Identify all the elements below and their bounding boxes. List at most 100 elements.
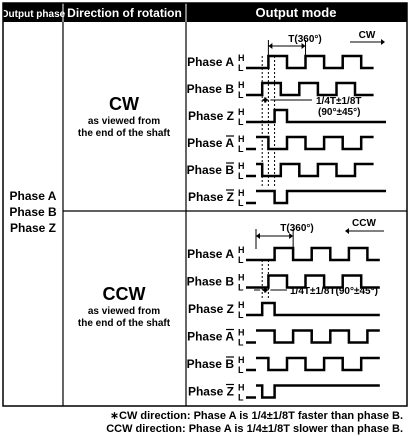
phase-prefix: Phase xyxy=(187,330,225,344)
ccw-row-label: Phase A xyxy=(187,330,234,344)
phase-prefix: Phase xyxy=(188,190,227,204)
cw-direction-cell: CW as viewed from the end of the shaft xyxy=(78,94,171,139)
cw-subtitle-line2: the end of the shaft xyxy=(78,128,171,139)
phase-letter: A xyxy=(225,136,234,150)
output-phase-label: Phase A Phase B Phase Z xyxy=(9,189,57,235)
cw-waveform xyxy=(256,162,374,178)
footnote: ∗CW direction: Phase A is 1/4±1/8T faste… xyxy=(106,410,403,435)
left-label-phase-b: Phase B xyxy=(9,205,57,219)
ccw-row-label: Phase Z xyxy=(188,385,234,399)
header-bar xyxy=(3,3,407,22)
table-header: Output phase Direction of rotation Outpu… xyxy=(1,3,407,22)
phase-prefix: Phase xyxy=(188,302,227,316)
phase-prefix: Phase xyxy=(188,385,227,399)
phase-letter: B xyxy=(225,163,234,177)
cw-waveform xyxy=(256,189,386,205)
ccw-row-label: Phase A xyxy=(187,247,234,261)
level-low: L xyxy=(238,310,244,320)
level-high: H xyxy=(238,328,245,338)
ccw-phase-diff-label: 1/4T±1/8T(90°±45°) xyxy=(290,286,378,297)
level-low: L xyxy=(238,63,244,73)
level-high: H xyxy=(238,383,245,393)
cw-waveform xyxy=(256,81,374,97)
footnote-cw: ∗CW direction: Phase A is 1/4±1/8T faste… xyxy=(110,410,403,422)
level-low: L xyxy=(238,283,244,293)
cw-row-label: Phase B xyxy=(187,163,235,177)
cw-title: CW xyxy=(109,94,139,114)
footnote-ccw: CCW direction: Phase A is 1/4±1/8T slowe… xyxy=(106,423,403,435)
cw-arrow-label: CW xyxy=(359,30,376,41)
level-high: H xyxy=(238,273,245,283)
level-high: H xyxy=(238,80,245,90)
phase-prefix: Phase xyxy=(187,55,225,69)
level-high: H xyxy=(238,53,245,63)
cw-subtitle-line1: as viewed from xyxy=(88,116,160,127)
ccw-direction-cell: CCW as viewed from the end of the shaft xyxy=(78,284,171,329)
cw-row-label: Phase B xyxy=(187,82,235,96)
phase-prefix: Phase xyxy=(187,357,226,371)
cw-waveform xyxy=(256,54,374,70)
phase-letter: B xyxy=(225,82,234,96)
phase-letter: B xyxy=(225,357,234,371)
cw-waveform xyxy=(256,108,386,124)
ccw-row-label: Phase Z xyxy=(188,302,234,316)
cw-row-label: Phase A xyxy=(187,136,234,150)
level-high: H xyxy=(238,161,245,171)
phase-letter: Z xyxy=(227,385,234,399)
cw-row-label: Phase Z xyxy=(188,109,234,123)
table-frame xyxy=(2,2,408,407)
level-low: L xyxy=(238,393,244,403)
level-low: L xyxy=(238,338,244,348)
level-low: L xyxy=(238,198,244,208)
phase-letter: B xyxy=(225,275,234,289)
left-label-phase-a: Phase A xyxy=(10,189,57,203)
level-high: H xyxy=(238,355,245,365)
ccw-period-label: T(360°) xyxy=(280,223,313,234)
level-low: L xyxy=(238,90,244,100)
level-low: L xyxy=(238,255,244,265)
phase-prefix: Phase xyxy=(187,82,226,96)
phase-prefix: Phase xyxy=(187,136,225,150)
phase-letter: A xyxy=(225,330,234,344)
cw-period-label: T(360°) xyxy=(288,34,321,45)
header-output-phase: Output phase xyxy=(1,9,66,20)
header-output-mode: Output mode xyxy=(256,5,337,20)
ccw-row-label: Phase B xyxy=(187,275,235,289)
phase-prefix: Phase xyxy=(187,247,225,261)
phase-letter: Z xyxy=(227,109,234,123)
ccw-subtitle-line2: the end of the shaft xyxy=(78,318,171,329)
level-high: H xyxy=(238,245,245,255)
left-label-phase-z: Phase Z xyxy=(10,221,56,235)
phase-letter: A xyxy=(225,55,234,69)
ccw-waveform xyxy=(256,356,380,372)
level-high: H xyxy=(238,188,245,198)
level-high: H xyxy=(238,134,245,144)
cw-row-label: Phase A xyxy=(187,55,234,69)
cw-waveform xyxy=(256,135,374,151)
level-low: L xyxy=(238,365,244,375)
phase-letter: A xyxy=(225,247,234,261)
ccw-arrow-label: CCW xyxy=(352,218,376,229)
ccw-waveform xyxy=(256,246,380,262)
phase-prefix: Phase xyxy=(188,109,227,123)
phase-prefix: Phase xyxy=(187,163,226,177)
ccw-row-label: Phase B xyxy=(187,357,235,371)
cw-phase-diff-label2: (90°±45°) xyxy=(318,107,360,118)
phase-prefix: Phase xyxy=(187,275,226,289)
ccw-waveform xyxy=(256,274,380,289)
ccw-waveform xyxy=(256,329,380,344)
